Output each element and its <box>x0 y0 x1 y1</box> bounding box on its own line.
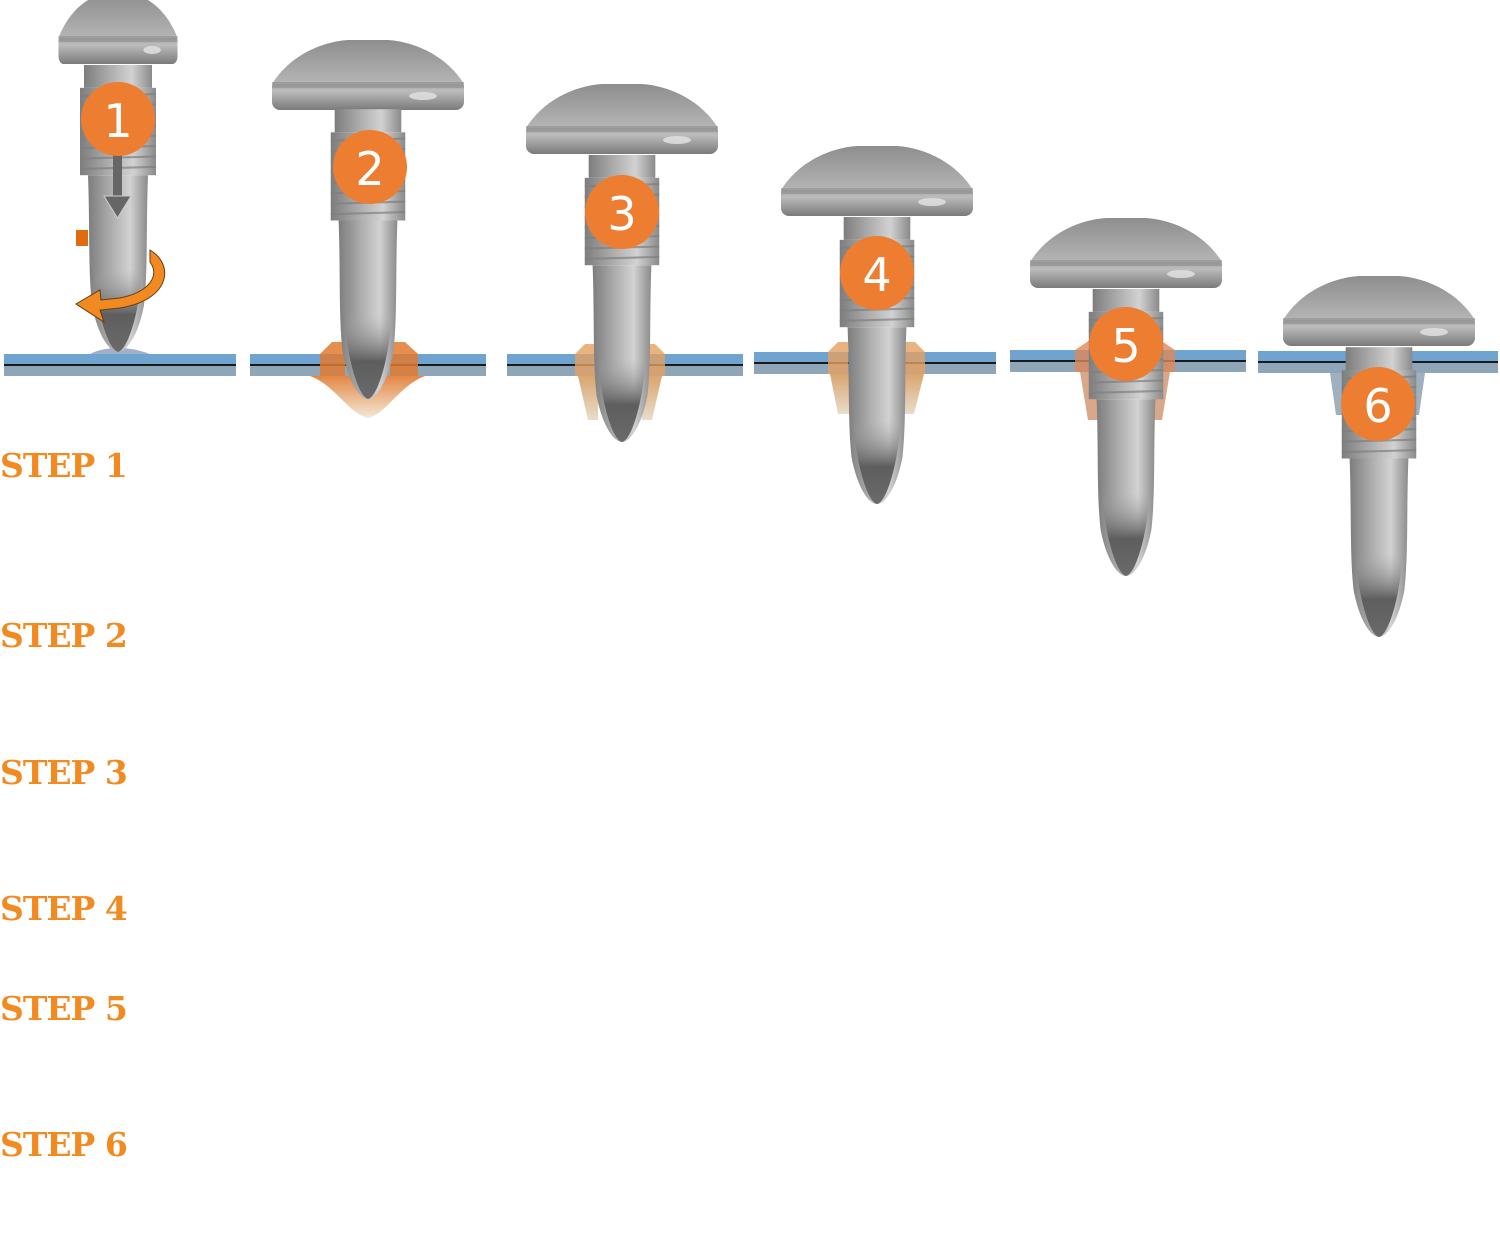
screw-4 <box>781 146 973 506</box>
sheet-1 <box>4 348 236 376</box>
step-label-3: STEP 3 <box>0 753 128 792</box>
step-badge-3: 3 <box>585 175 659 249</box>
stage-6: 6 <box>1258 276 1498 639</box>
screw-2 <box>272 40 464 401</box>
screw-1 <box>58 0 178 64</box>
screw-5 <box>1030 218 1222 578</box>
step-badge-4: 4 <box>840 236 914 310</box>
step-label-2: STEP 2 <box>0 616 128 655</box>
step-badge-5: 5 <box>1089 307 1163 381</box>
stage-4: 4 <box>754 146 996 506</box>
stage-5: 5 <box>1010 218 1246 578</box>
svg-text:5: 5 <box>1111 319 1140 373</box>
step-label-5: STEP 5 <box>0 989 128 1028</box>
stage-3: 3 <box>507 84 743 444</box>
screw-sequence-diagram: 1 2 <box>4 0 1498 639</box>
screw-3 <box>526 84 718 444</box>
svg-text:2: 2 <box>355 142 384 196</box>
svg-text:4: 4 <box>862 248 891 302</box>
step-label-1: STEP 1 <box>0 446 128 485</box>
svg-text:1: 1 <box>103 94 132 148</box>
screw-6 <box>1283 276 1475 639</box>
step-badge-2: 2 <box>333 130 407 204</box>
step-label-4: STEP 4 <box>0 889 128 928</box>
svg-text:3: 3 <box>607 187 636 241</box>
step-badge-6: 6 <box>1341 367 1415 441</box>
stage-2: 2 <box>250 40 486 418</box>
svg-text:6: 6 <box>1363 379 1392 433</box>
step-label-6: STEP 6 <box>0 1125 128 1164</box>
step-badge-1: 1 <box>81 82 155 156</box>
stage-1: 1 <box>4 0 236 376</box>
rotation-arrow-icon <box>75 230 166 324</box>
down-arrow-icon <box>103 152 132 219</box>
